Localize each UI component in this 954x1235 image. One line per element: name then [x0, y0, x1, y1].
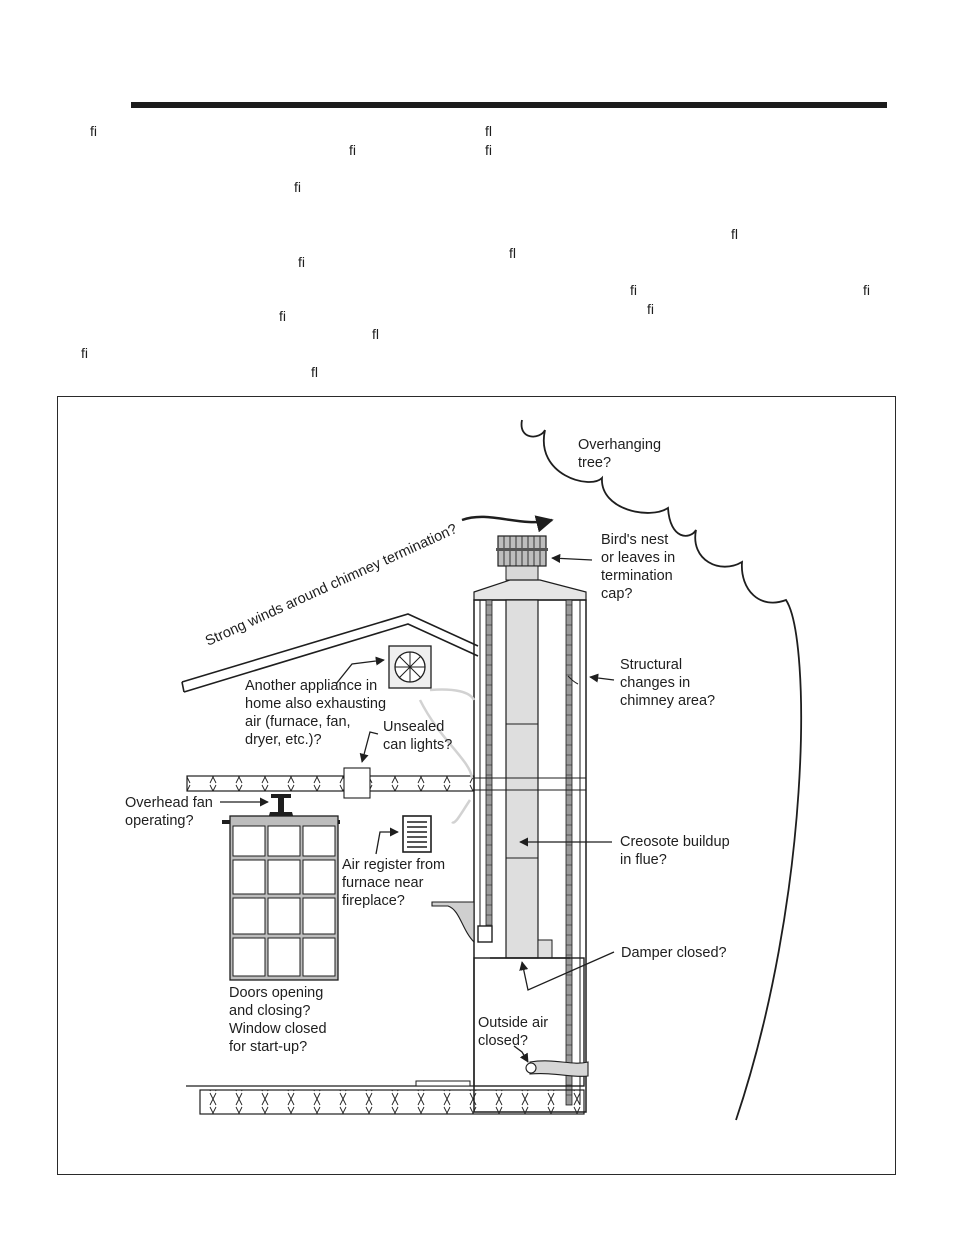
ligature-fragment: ﬁ	[647, 301, 654, 317]
floor-joist	[186, 1080, 585, 1115]
damper-closed-label: Damper closed?	[621, 945, 727, 961]
ligature-fragment: ﬁ	[279, 308, 286, 324]
header-rule	[131, 102, 887, 108]
ligature-fragment: ﬂ	[509, 245, 516, 261]
another-appliance-label: Another appliance in home also exhaustin…	[245, 678, 387, 748]
ligature-fragment: ﬁ	[485, 142, 492, 158]
wind-arrow	[461, 515, 554, 533]
air-register-icon	[402, 815, 432, 853]
ligature-fragment: ﬁ	[81, 345, 88, 361]
unsealed-can-lights-label: Unsealed can lights?	[383, 719, 453, 753]
arrow-structural	[589, 673, 615, 683]
chimney-crown	[473, 579, 587, 601]
ligature-fragment: ﬂ	[485, 123, 492, 139]
exhaust-fan-icon	[388, 645, 432, 689]
ceiling-joist	[186, 767, 586, 799]
ligature-fragment: ﬁ	[863, 282, 870, 298]
ligature-fragment: ﬁ	[630, 282, 637, 298]
window-door	[229, 815, 339, 981]
ligature-fragment: ﬁ	[349, 142, 356, 158]
arrow-birds-nest	[551, 553, 593, 563]
arrow-can-lights	[359, 731, 379, 763]
arrow-outside-air	[513, 1045, 529, 1063]
roof	[181, 613, 479, 693]
mantel	[431, 901, 475, 944]
air-register-label: Air register from furnace near fireplace…	[342, 857, 446, 909]
termination-cap	[496, 535, 548, 581]
ligature-fragment: ﬂ	[372, 326, 379, 342]
doors-opening-label: Doors opening and closing? Window closed…	[229, 985, 327, 1055]
air-flow-curves	[418, 688, 476, 824]
ligature-fragment: ﬁ	[90, 123, 97, 139]
outside-air-label: Outside air closed?	[478, 1015, 549, 1049]
outside-air-pipe	[529, 1060, 589, 1077]
overhead-fan-label: Overhead fan operating?	[125, 795, 213, 829]
arrow-damper	[519, 951, 615, 991]
fireplace-box	[473, 925, 585, 1087]
ligature-fragment: ﬁ	[294, 179, 301, 195]
structural-changes-label: Structural changes in chimney area?	[620, 657, 716, 709]
creosote-buildup-label: Creosote buildup in flue?	[620, 834, 730, 868]
tree-outline	[520, 419, 803, 1121]
structural-crack	[567, 675, 579, 685]
overhanging-tree-label: Overhanging tree?	[578, 437, 662, 471]
diagram-frame	[57, 396, 896, 1175]
birds-nest-label: Bird's nest or leaves in termination cap…	[601, 532, 676, 602]
arrow-air-register	[375, 827, 399, 855]
ligature-fragment: ﬁ	[298, 254, 305, 270]
arrow-appliance	[335, 656, 385, 685]
ligature-fragment: ﬂ	[311, 364, 318, 380]
flue-pipe	[505, 599, 553, 959]
ligature-fragment: ﬂ	[731, 226, 738, 242]
